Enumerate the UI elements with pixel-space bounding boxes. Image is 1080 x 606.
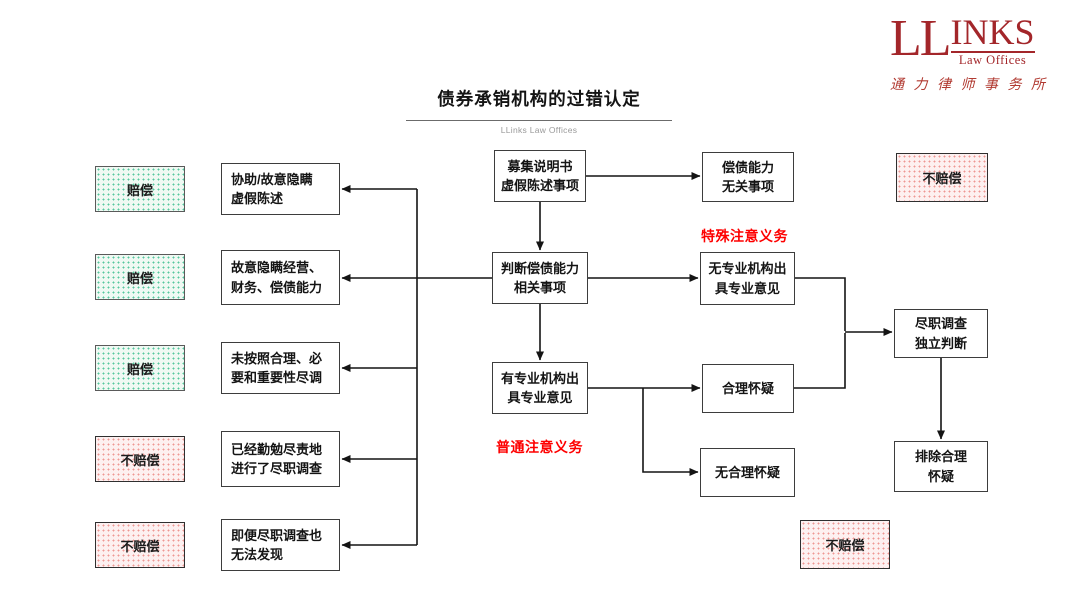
reason-box-assist-conceal: 协助/故意隐瞒 虚假陈述 xyxy=(221,163,340,215)
edge-noagency-to-merge xyxy=(795,277,846,331)
ordinary-duty-label: 普通注意义务 xyxy=(496,439,583,455)
reason-box-undetectable: 即便尽职调查也 无法发现 xyxy=(221,519,340,571)
flow-box-dd-independent-judgment: 尽职调查 独立判断 xyxy=(894,309,988,358)
logo-ll-text: LL xyxy=(890,10,952,67)
outcome-box-compensate-1: 赔偿 xyxy=(95,166,185,212)
page-subtitle: LLinks Law Offices xyxy=(500,125,578,135)
llinks-logo: LL INKS Law Offices 通 力 律 师 事 务 所 xyxy=(890,10,1048,94)
outcome-box-no-compensate-bottom: 不赔偿 xyxy=(800,520,890,569)
flow-box-agency-opinion: 有专业机构出 具专业意见 xyxy=(492,362,588,414)
special-duty-label: 特殊注意义务 xyxy=(701,228,788,244)
flow-box-exclude-doubt: 排除合理 怀疑 xyxy=(894,441,988,492)
outcome-box-compensate-2: 赔偿 xyxy=(95,254,185,300)
flow-box-judge-solvency: 判断偿债能力 相关事项 xyxy=(492,252,588,304)
outcome-box-no-compensate-2: 不赔偿 xyxy=(95,522,185,568)
outcome-box-compensate-3: 赔偿 xyxy=(95,345,185,391)
edge-doubt-to-merge xyxy=(794,333,846,389)
page-title: 债券承销机构的过错认定 xyxy=(406,86,672,121)
edge-agency-to-nodoubt xyxy=(642,388,699,476)
flow-box-no-reasonable-doubt: 无合理怀疑 xyxy=(700,448,795,497)
logo-law-offices-text: Law Offices xyxy=(950,50,1035,67)
outcome-box-no-compensate-1: 不赔偿 xyxy=(95,436,185,482)
flow-box-prospectus-misstatement: 募集说明书 虚假陈述事项 xyxy=(494,150,586,202)
flow-box-solvency-unrelated: 偿债能力 无关事项 xyxy=(702,152,794,202)
logo-chinese-text: 通 力 律 师 事 务 所 xyxy=(890,78,1048,94)
logo-inks-text: INKS xyxy=(950,12,1035,52)
outcome-box-no-compensate-top-right: 不赔偿 xyxy=(896,153,988,202)
flow-box-reasonable-doubt: 合理怀疑 xyxy=(702,364,794,413)
reason-box-no-reasonable-dd: 未按照合理、必 要和重要性尽调 xyxy=(221,342,340,394)
reason-box-deliberate-conceal: 故意隐瞒经营、 财务、偿债能力 xyxy=(221,250,340,305)
reason-box-diligent-dd: 已经勤勉尽责地 进行了尽职调查 xyxy=(221,431,340,487)
flow-box-no-agency-opinion: 无专业机构出 具专业意见 xyxy=(700,252,795,305)
title-block: 债券承销机构的过错认定 LLinks Law Offices xyxy=(406,86,672,135)
llinks-logo-wordmark: LL INKS Law Offices xyxy=(890,10,1036,67)
